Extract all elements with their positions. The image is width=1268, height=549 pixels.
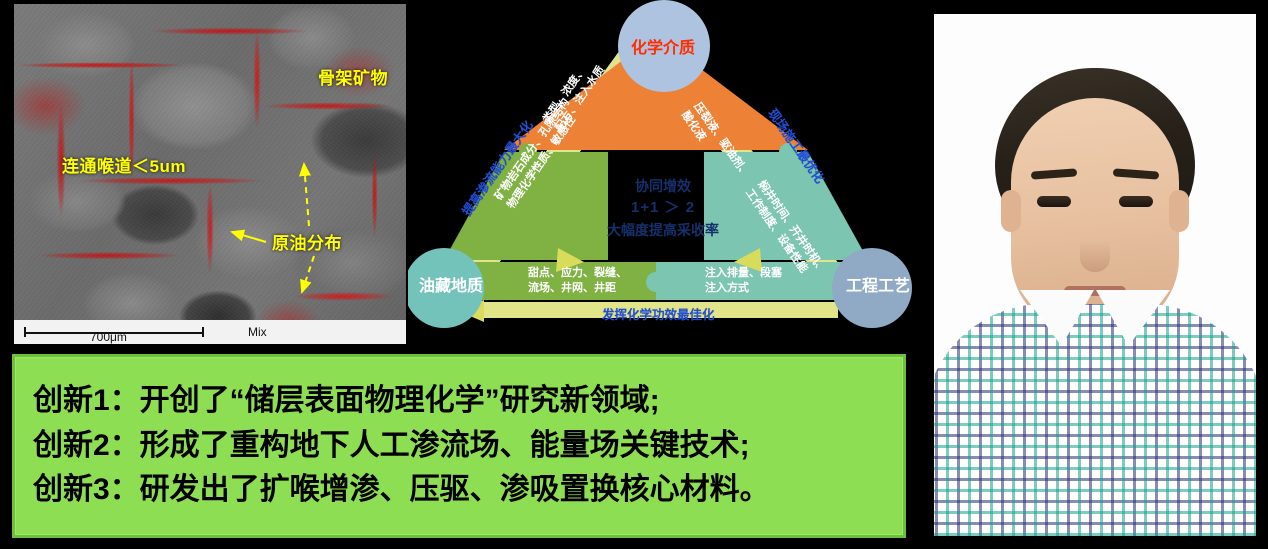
corner-label-engineering-process: 工程工艺 [846, 278, 911, 295]
segment-text-bottom-right: 注入排量、段塞注入方式 [705, 267, 782, 294]
segment-geology [444, 152, 608, 260]
outer-label-bottom: 发挥化学功效最佳化 [602, 308, 715, 322]
portrait-ear-right [1169, 190, 1189, 232]
innovation-line-2: 创新2：形成了重构地下人工渗流场、能量场关键技术; [33, 428, 750, 462]
portrait-eye-left [1037, 196, 1071, 207]
sem-oil-network [14, 4, 406, 344]
sem-label-connected-throat: 连通喉道＜5um [62, 157, 186, 176]
sem-label-skeleton-mineral: 骨架矿物 [318, 69, 388, 88]
triangle-center-text: 协同增效 1+1 ＞ 2 大幅度提高采收率 [583, 176, 743, 241]
portrait-checkered-shirt [934, 304, 1256, 536]
innovations-box: 创新1：开创了“储层表面物理化学”研究新领域; 创新2：形成了重构地下人工渗流场… [12, 354, 906, 538]
scale-bar-mode: Mix [248, 325, 267, 339]
segment-text-bottom-left: 甜点、应力、裂缝、流场、井网、井距 [528, 267, 627, 294]
center-line-3: 大幅度提高采收率 [607, 221, 719, 238]
corner-label-chemical-medium: 化学介质 [631, 40, 696, 57]
sem-texture-overlay [14, 4, 406, 344]
corner-label-reservoir-geology: 油藏地质 [419, 278, 484, 295]
innovation-line-1: 创新1：开创了“储层表面物理化学”研究新领域; [33, 384, 660, 418]
portrait-eye-right [1119, 196, 1153, 207]
triangle-graphics [408, 0, 912, 328]
innovation-line-3: 创新3：研发出了扩喉增渗、压驱、渗吸置换核心材料。 [33, 473, 770, 507]
scale-bar-line: 700μm [24, 327, 204, 344]
synergy-triangle-diagram [408, 0, 920, 348]
portrait-ear-left [1001, 190, 1021, 232]
portrait-photo [934, 14, 1256, 536]
segment-bottom-right [656, 262, 864, 300]
sem-scale-bar: 700μm Mix [14, 320, 406, 344]
corner-circle-right [832, 248, 912, 328]
sem-annotation-arrows [230, 162, 315, 294]
segment-chem-left [504, 40, 656, 150]
center-line-2: 1+1 ＞ 2 [630, 199, 696, 216]
scale-bar-value: 700μm [90, 330, 127, 344]
sem-image-panel: 骨架矿物 连通喉道＜5um 原油分布 700μm Mix [14, 4, 406, 344]
corner-circle-top [618, 0, 710, 92]
sem-label-oil-distribution: 原油分布 [272, 234, 342, 253]
segment-engineering [704, 152, 868, 260]
portrait-nose [1080, 220, 1110, 272]
center-line-1: 协同增效 [635, 178, 691, 194]
segment-bottom-left [448, 262, 656, 300]
portrait-collar [1020, 290, 1170, 354]
corner-circle-left [408, 248, 484, 328]
